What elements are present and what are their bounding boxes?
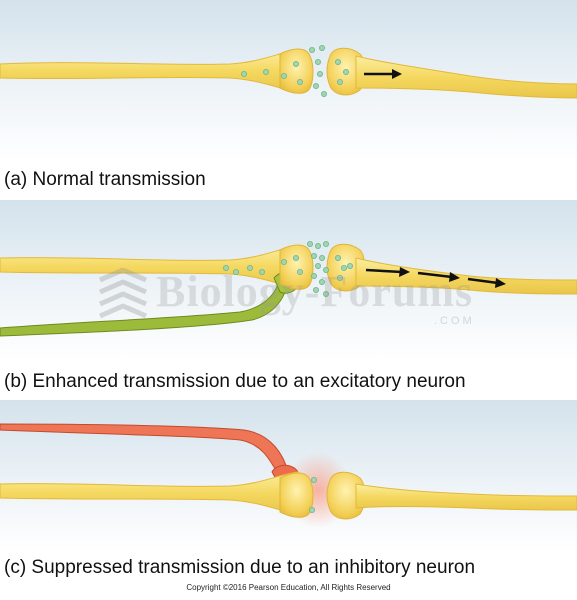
postsynaptic-axon (355, 55, 577, 99)
panel-c (0, 400, 577, 552)
suppressed-transmission-illustration (0, 423, 577, 528)
signal-arrow (364, 69, 402, 79)
normal-transmission-illustration (0, 45, 577, 99)
presynaptic-terminal (279, 244, 314, 290)
postsynaptic-axon (355, 483, 577, 511)
neurotransmitter-vesicles (222, 241, 353, 298)
neurotransmitter-vesicles (240, 45, 349, 98)
presynaptic-terminal (279, 472, 314, 518)
signal-arrows (365, 267, 506, 288)
neurotransmitter-vesicles (308, 477, 317, 514)
presynaptic-axon (0, 471, 299, 515)
enhanced-transmission-illustration (0, 241, 577, 337)
caption-c: (c) Suppressed transmission due to an in… (4, 557, 476, 578)
presynaptic-terminal (279, 48, 314, 94)
excitatory-neuron (0, 279, 289, 337)
presynaptic-axon (0, 245, 299, 289)
presynaptic-axon (0, 49, 299, 93)
copyright-notice: Copyright ©2016 Pearson Education, All R… (186, 583, 391, 592)
caption-b: (b) Enhanced transmission due to an exci… (4, 371, 466, 392)
postsynaptic-axon (355, 257, 577, 295)
panel-b (0, 200, 577, 360)
caption-a: (a) Normal transmission (4, 169, 206, 190)
postsynaptic-terminal (326, 471, 365, 520)
inhibitory-neuron (0, 423, 289, 475)
panel-a (0, 0, 577, 160)
